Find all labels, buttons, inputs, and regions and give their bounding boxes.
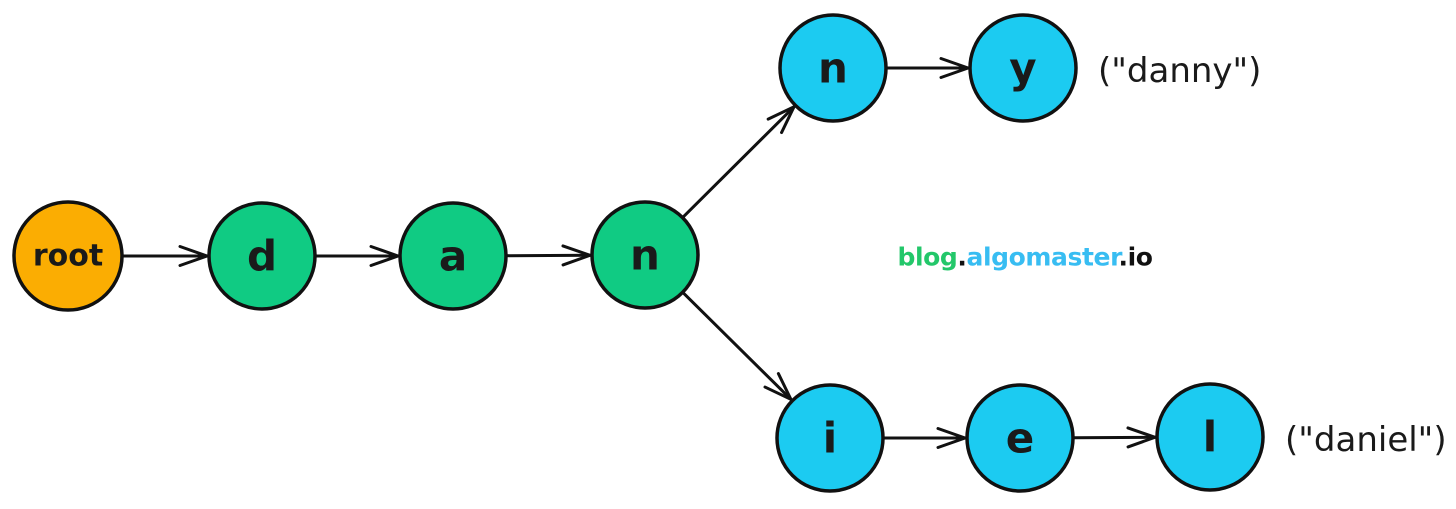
- node-label-l: l: [1203, 413, 1217, 462]
- node-label-y: y: [1009, 44, 1036, 93]
- node-circle-n2: [778, 13, 888, 123]
- node-label-root: root: [33, 239, 103, 274]
- edge-n1-to-n2: [681, 103, 798, 220]
- word-label-daniel: ("daniel"): [1285, 420, 1447, 460]
- node-label-i: i: [823, 414, 837, 463]
- watermark-part-4: io: [1127, 242, 1153, 272]
- node-circle-i: [775, 383, 885, 493]
- edge-n1-to-i: [681, 290, 795, 403]
- watermark-part-2: algomaster: [966, 242, 1119, 272]
- node-circle-y: [968, 13, 1078, 123]
- node-label-d: d: [247, 232, 277, 281]
- node-circle-e: [965, 383, 1075, 493]
- trie-node-i: i: [775, 383, 885, 493]
- word-label-danny: ("danny"): [1098, 51, 1261, 91]
- watermark-part-3: .: [1118, 242, 1128, 272]
- node-circle-l: [1155, 382, 1265, 492]
- trie-node-e: e: [965, 383, 1075, 493]
- trie-node-y: y: [968, 13, 1078, 123]
- annotation-layer: ("danny") ("daniel"): [1098, 51, 1447, 460]
- node-circle-d: [207, 201, 317, 311]
- trie-node-d: d: [207, 201, 317, 311]
- trie-node-l: l: [1155, 382, 1265, 492]
- trie-node-a: a: [398, 201, 508, 311]
- edge-layer: [120, 57, 1160, 449]
- node-label-e: e: [1006, 414, 1035, 463]
- node-label-n1: n: [630, 231, 660, 280]
- trie-node-n2: n: [778, 13, 888, 123]
- node-circle-root: [12, 200, 124, 312]
- watermark-part-1: .: [957, 242, 967, 272]
- node-circle-n1: [590, 200, 700, 310]
- node-label-a: a: [439, 232, 467, 281]
- watermark-part-0: blog: [897, 242, 958, 272]
- trie-node-root: root: [12, 200, 124, 312]
- node-label-n2: n: [818, 44, 848, 93]
- node-circle-a: [398, 201, 508, 311]
- node-layer: root d a n n y i e l: [12, 13, 1265, 493]
- trie-node-n1: n: [590, 200, 700, 310]
- watermark: blog.algomaster.io: [897, 243, 1152, 272]
